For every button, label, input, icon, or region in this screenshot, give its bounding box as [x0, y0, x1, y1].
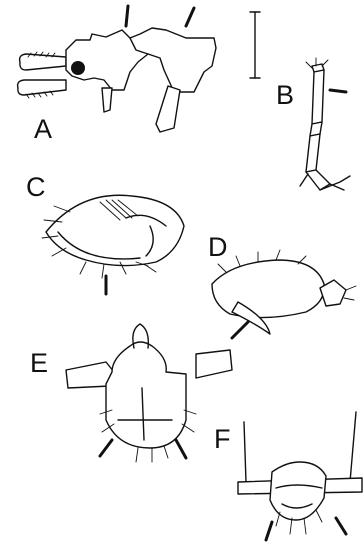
panel-d-drawing [212, 250, 356, 338]
panel-c-drawing [42, 195, 184, 294]
eye-spot [71, 61, 85, 75]
mouthpart-lobe [102, 88, 112, 112]
panel-label-d: D [208, 232, 228, 262]
rear-appendage [156, 86, 180, 132]
panel-label-c: C [26, 172, 46, 202]
panel-label-f: F [214, 424, 231, 454]
head-capsule [66, 28, 216, 92]
panel-label-b: B [276, 80, 294, 110]
panel-f-drawing [238, 412, 362, 540]
arrow-e-left [100, 440, 112, 456]
arrow-a-1 [126, 6, 128, 26]
arrow-d [232, 322, 248, 338]
panel-e-drawing [66, 324, 232, 462]
antenna-upper [20, 52, 66, 70]
antenna-lower [18, 80, 66, 98]
arrow-a-2 [186, 8, 194, 26]
scale-bar [250, 12, 260, 78]
arrow-b [330, 90, 346, 92]
arrow-e-right [176, 440, 186, 458]
panel-b-drawing [300, 58, 350, 190]
panel-label-a: A [34, 114, 52, 144]
panel-label-e: E [30, 348, 48, 378]
arrow-f-left [266, 522, 272, 540]
arrow-f-right [336, 518, 346, 534]
